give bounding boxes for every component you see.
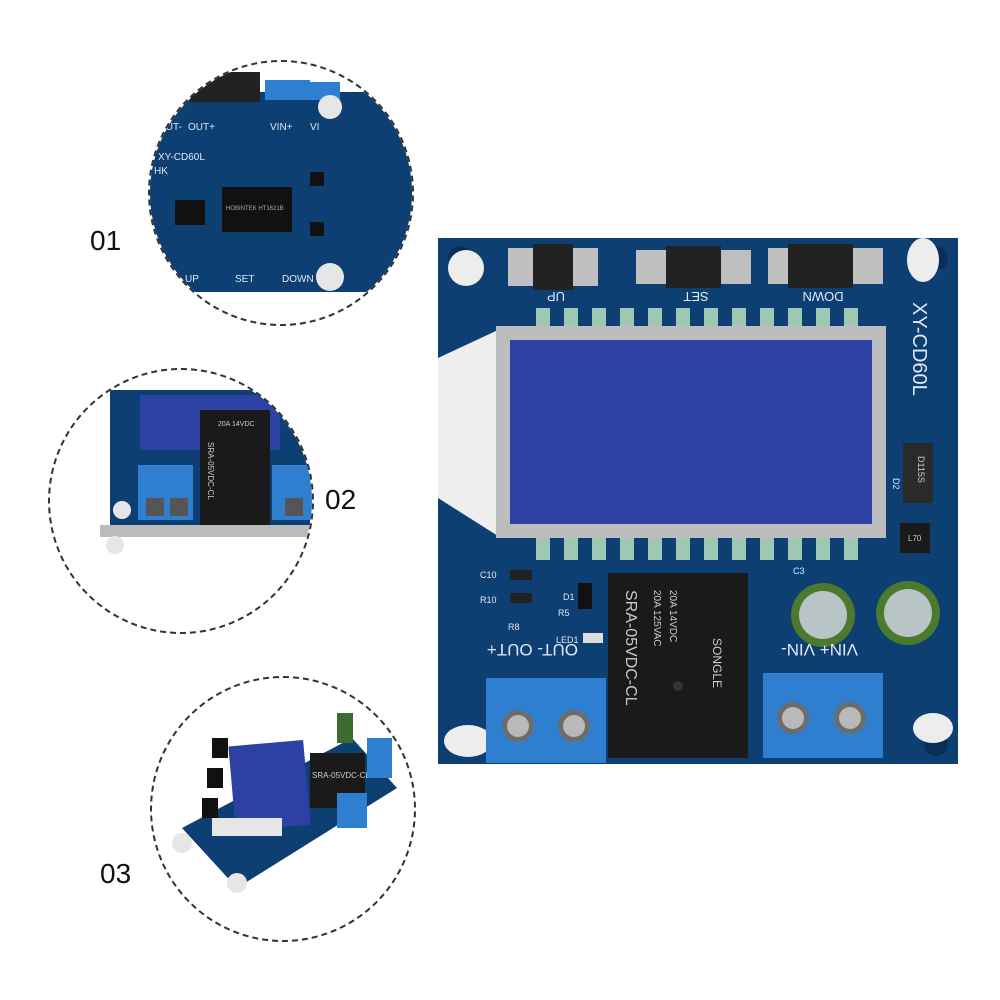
detail-03-image: SRA-05VDC-CL (172, 713, 397, 893)
detail-02-image: SRA-05VDC-CL 20A 14VDC (100, 390, 312, 554)
button-label-up: UP (547, 289, 565, 304)
d1-ic-label: HOBINTEK HT1621B (226, 206, 284, 212)
d2-relay-label: SRA-05VDC-CL (206, 442, 215, 500)
terminal-label-out: OUT- OUT+ (487, 640, 578, 659)
d1-out-plus: OUT+ (188, 122, 215, 133)
d1-model: XY-CD60L (158, 152, 205, 163)
button-label-set: SET (683, 289, 708, 304)
r5-label: R5 (558, 608, 570, 618)
relay-line-2: 20A 125VAC (651, 590, 662, 647)
c10-label: C10 (480, 570, 497, 580)
d3-relay-label: SRA-05VDC-CL (312, 771, 370, 780)
callout-label-01: 01 (90, 225, 122, 256)
detail-01-image: OUT- OUT+ VIN+ VI XY-CD60L HK HOBINTEK H… (150, 72, 412, 292)
d2-relay-small: 20A 14VDC (218, 421, 255, 428)
detail-circle-02: SRA-05VDC-CL 20A 14VDC (48, 368, 314, 634)
d1-down: DOWN (282, 274, 314, 285)
callout-label-03: 03 (100, 858, 132, 889)
d1-label: D1 (563, 592, 575, 602)
d1-vin-plus: VIN+ (270, 122, 293, 133)
relay-brand: SONGLE (710, 638, 724, 688)
diode-code: D115S (916, 456, 926, 483)
d1-vin-minus: VI (310, 122, 319, 133)
diode-label: D2 (891, 478, 901, 490)
r8-label: R8 (508, 622, 520, 632)
r10-label: R10 (480, 595, 497, 605)
d1-set: SET (235, 274, 254, 285)
main-board: UP SET DOWN XY-CD60L D115S D2 L70 C10 R1… (438, 238, 958, 764)
board-model-label: XY-CD60L (908, 302, 930, 396)
relay-line-1: 20A 14VDC (667, 590, 678, 642)
button-label-down: DOWN (802, 289, 843, 304)
detail-circle-03: SRA-05VDC-CL (150, 676, 416, 942)
lcd-screen (510, 340, 872, 524)
relay (608, 573, 748, 758)
terminal-label-vin: VIN+ VIN- (781, 640, 858, 659)
relay-line-3: SRA-05VDC-CL (622, 590, 639, 706)
d1-up: UP (185, 274, 199, 285)
chip-label: L70 (908, 534, 922, 543)
callout-label-02: 02 (325, 484, 357, 515)
led1-label: LED1 (556, 635, 579, 645)
d1-hk: HK (154, 166, 168, 177)
c3-label: C3 (793, 566, 805, 576)
d1-out-minus: OUT- (158, 122, 182, 133)
detail-circle-01: OUT- OUT+ VIN+ VI XY-CD60L HK HOBINTEK H… (148, 60, 414, 326)
